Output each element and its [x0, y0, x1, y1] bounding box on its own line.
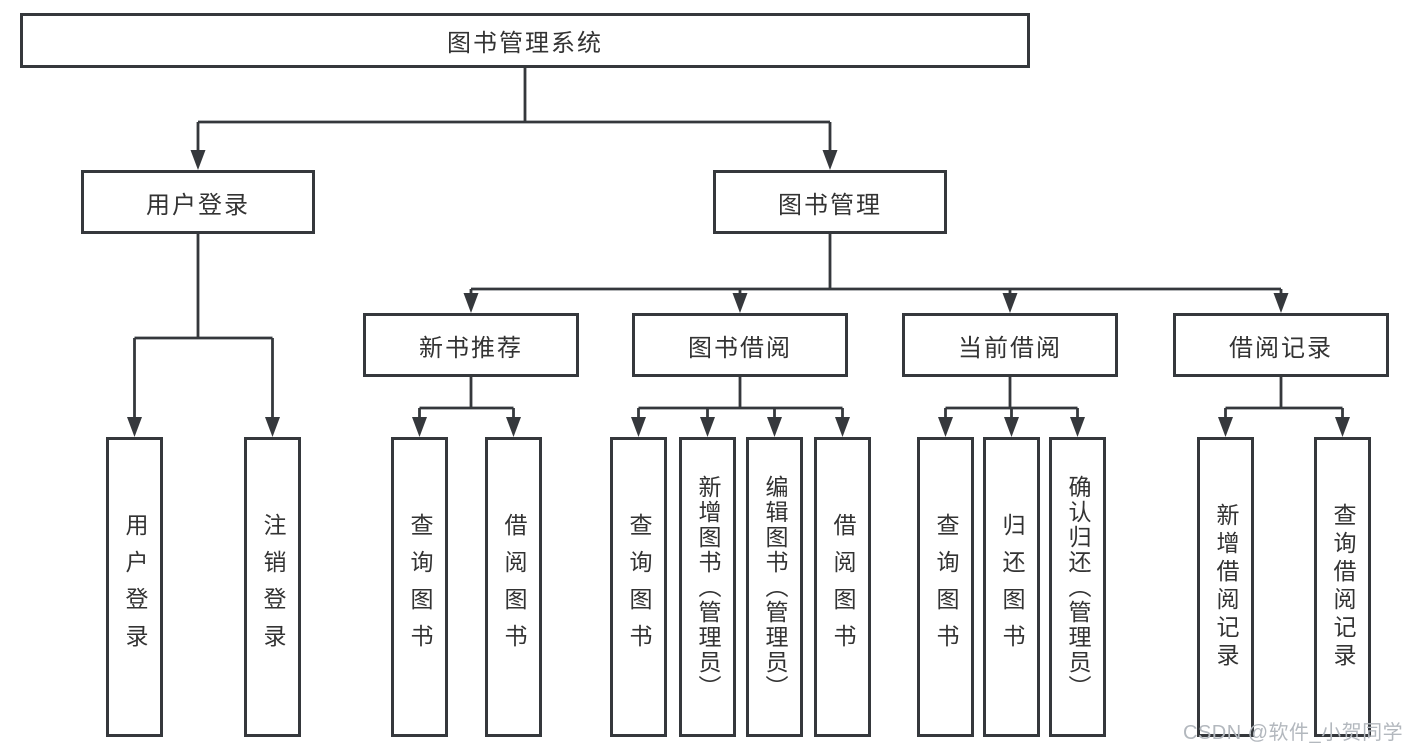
leaf-borrow-books: 借阅图书: [814, 437, 871, 737]
watermark: CSDN @软件_小贺同学: [1183, 722, 1404, 744]
node-label: 新书推荐: [419, 334, 523, 362]
node-label: 图书管理系统: [447, 30, 603, 57]
node-root-library-management-system: 图书管理系统: [20, 13, 1030, 68]
node-new-book-recommend: 新书推荐: [363, 313, 579, 377]
leaf-borrow-books-recommend: 借阅图书: [485, 437, 542, 737]
node-label: 借阅图书: [501, 513, 527, 661]
node-label: 新增借阅记录: [1213, 503, 1239, 671]
leaf-add-book-admin: 新增图书（管理员）: [679, 437, 736, 737]
arrowheads: [127, 150, 1350, 437]
node-label: 查询借阅记录: [1330, 503, 1356, 671]
node-label: 图书借阅: [688, 334, 792, 362]
node-book-management: 图书管理: [713, 170, 947, 234]
node-label: 图书管理: [778, 191, 882, 219]
node-label: 编辑图书（管理员）: [762, 474, 788, 700]
node-label: 确认归还（管理员）: [1065, 474, 1091, 700]
node-label: 新增图书（管理员）: [695, 474, 721, 700]
node-label: 查询图书: [626, 513, 652, 661]
leaf-query-borrow-record: 查询借阅记录: [1314, 437, 1371, 737]
leaf-confirm-return-admin: 确认归还（管理员）: [1049, 437, 1106, 737]
leaf-query-books-borrow: 查询图书: [610, 437, 667, 737]
node-label: 归还图书: [999, 513, 1025, 661]
leaf-query-books-recommend: 查询图书: [391, 437, 448, 737]
leaf-return-book: 归还图书: [983, 437, 1040, 737]
leaf-add-borrow-record: 新增借阅记录: [1197, 437, 1254, 737]
node-label: 当前借阅: [958, 334, 1062, 362]
leaf-logout: 注销登录: [244, 437, 301, 737]
node-label: 借阅图书: [830, 513, 856, 661]
node-current-borrow: 当前借阅: [902, 313, 1118, 377]
node-book-borrow: 图书借阅: [632, 313, 848, 377]
node-label: 注销登录: [260, 513, 286, 661]
node-label: 用户登录: [122, 513, 148, 661]
node-label: 用户登录: [146, 191, 250, 219]
leaf-query-books-current: 查询图书: [917, 437, 974, 737]
node-label: 借阅记录: [1229, 334, 1333, 362]
node-borrow-records: 借阅记录: [1173, 313, 1389, 377]
node-user-login: 用户登录: [81, 170, 315, 234]
leaf-user-login: 用户登录: [106, 437, 163, 737]
node-label: 查询图书: [933, 513, 959, 661]
node-label: 查询图书: [407, 513, 433, 661]
leaf-edit-book-admin: 编辑图书（管理员）: [746, 437, 803, 737]
